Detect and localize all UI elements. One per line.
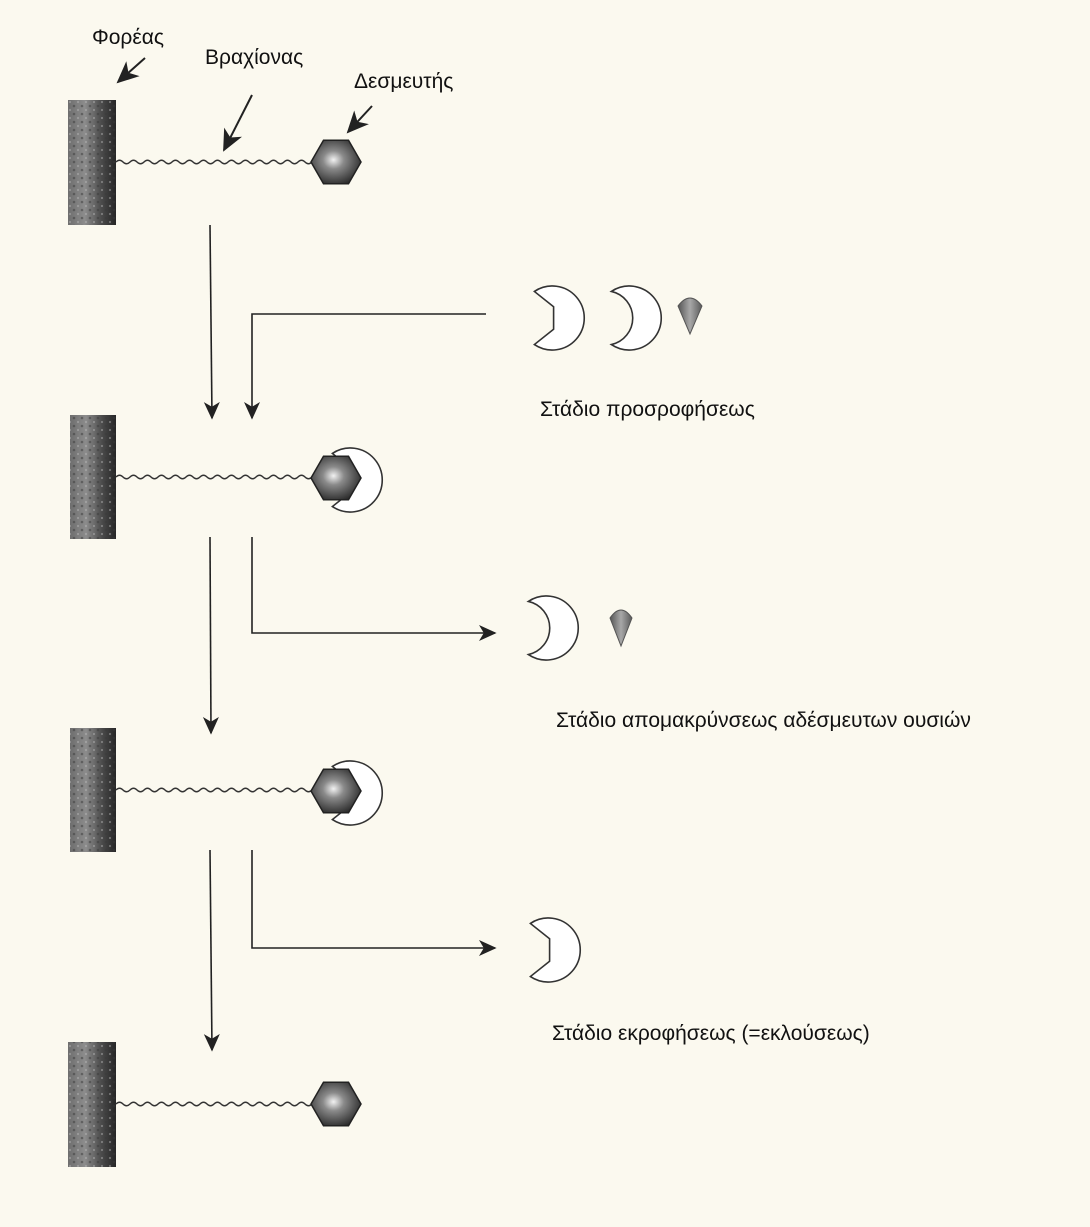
elution-output-arrow xyxy=(251,850,497,956)
ligand-pointer-arrow xyxy=(346,105,373,134)
stage-row-regenerated xyxy=(68,1042,362,1167)
stage-adsorption-label: Στάδιο προσροφήσεως xyxy=(540,398,755,421)
hexagon-ligand xyxy=(310,1081,362,1127)
carrier-block xyxy=(70,415,116,539)
crescent-molecule xyxy=(609,285,663,351)
cone-molecule xyxy=(677,297,703,336)
stage-row-initial xyxy=(68,100,362,225)
crescent-molecule xyxy=(526,595,580,661)
carrier-block xyxy=(68,1042,116,1167)
crescent-molecule xyxy=(529,917,582,983)
arm-label: Βραχίονας xyxy=(205,46,304,69)
cone-molecule xyxy=(609,609,633,648)
stage-removal-label: Στάδιο απομακρύνσεως αδέσμευτων ουσιών xyxy=(556,709,971,732)
stage-row-bound xyxy=(70,415,384,539)
carrier-block xyxy=(70,728,116,852)
unbound-molecules-group xyxy=(526,595,633,661)
hexagon-ligand xyxy=(310,455,362,501)
sample-input-arrow xyxy=(244,313,486,420)
wash-output-arrow xyxy=(251,537,497,641)
flow-down-arrow-3 xyxy=(203,849,220,1052)
wavy-arm xyxy=(115,787,313,793)
flow-down-arrow-2 xyxy=(202,536,219,735)
arm-pointer-arrow xyxy=(223,94,253,152)
flow-down-arrow-1 xyxy=(203,224,220,420)
ligand-label: Δεσμευτής xyxy=(354,70,454,93)
stage-row-washed xyxy=(70,728,384,852)
hexagon-ligand xyxy=(310,768,362,814)
wavy-arm xyxy=(115,1101,313,1107)
wavy-arm xyxy=(115,474,313,480)
hexagon-ligand xyxy=(310,139,362,185)
stage-elution-label: Στάδιο εκροφήσεως (=εκλούσεως) xyxy=(552,1022,870,1045)
carrier-pointer-arrow xyxy=(116,57,146,84)
carrier-label: Φορέας xyxy=(92,26,165,49)
crescent-molecule xyxy=(533,285,586,351)
sample-molecules-group xyxy=(533,285,703,351)
carrier-block xyxy=(68,100,116,225)
wavy-arm xyxy=(115,159,313,165)
